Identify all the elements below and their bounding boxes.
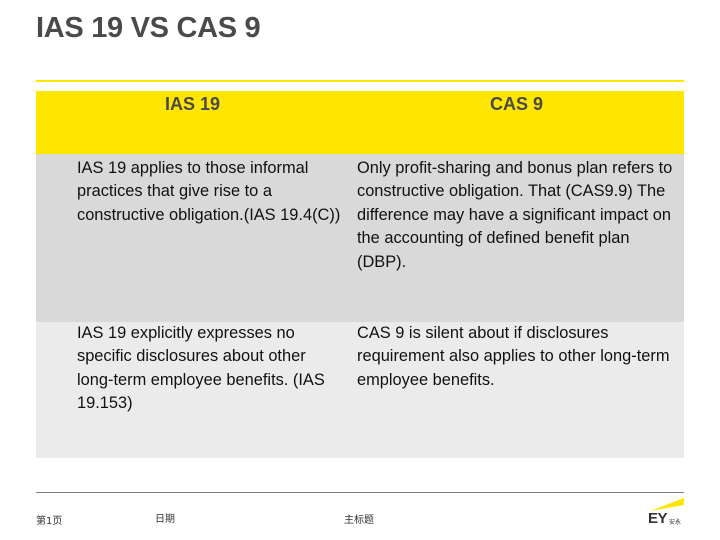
logo-beam-icon (650, 498, 684, 511)
footer-divider (36, 492, 684, 493)
logo-subtext: 安永 (669, 519, 682, 526)
header-ias19: IAS 19 (164, 94, 221, 114)
row1-cas9-cell: Only profit-sharing and bonus plan refer… (357, 159, 673, 271)
comparison-table: IAS 19 CAS 9 IAS 19 applies to those inf… (36, 91, 684, 458)
table-header-row: IAS 19 CAS 9 (36, 91, 684, 154)
footer-date: 日期 (155, 514, 175, 525)
page-number: 第1页 (36, 516, 63, 527)
row1-ias19-cell: IAS 19 applies to those informal practic… (77, 159, 341, 224)
table-row: IAS 19 applies to those informal practic… (36, 154, 684, 322)
title-divider (36, 80, 684, 82)
ey-logo: EY 安永 (646, 496, 686, 530)
row2-cas9-cell: CAS 9 is silent about if disclosures req… (357, 324, 670, 389)
footer-main-title: 主标题 (344, 515, 374, 526)
header-cas9: CAS 9 (489, 94, 543, 114)
slide-title: IAS 19 VS CAS 9 (36, 12, 261, 44)
logo-text: EY (648, 510, 668, 527)
row2-ias19-cell: IAS 19 explicitly expresses no specific … (77, 324, 325, 413)
table-row: IAS 19 explicitly expresses no specific … (36, 322, 684, 458)
